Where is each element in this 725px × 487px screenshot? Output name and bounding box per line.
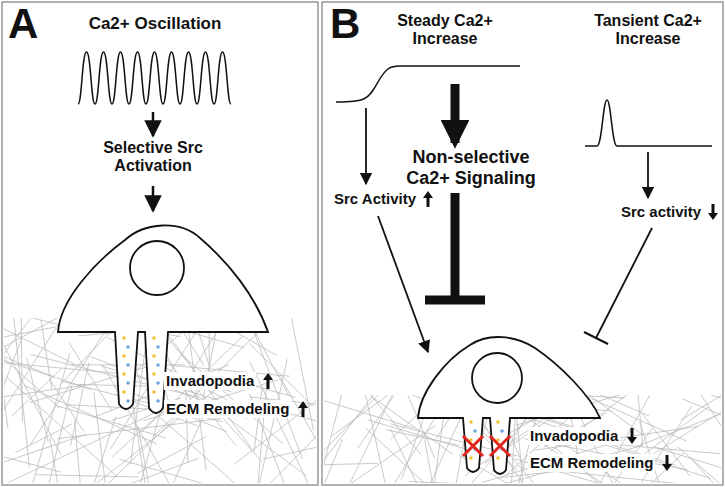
oscillation-wave	[78, 52, 231, 104]
invadopodia-dots	[469, 420, 504, 460]
cell	[58, 225, 268, 413]
label: Tansient Ca2+ Increase	[584, 12, 712, 49]
inhibition-line	[596, 228, 652, 338]
label-group: A	[8, 0, 38, 48]
arrow	[647, 152, 649, 198]
label-group: Steady Ca2+ Increase	[385, 12, 505, 49]
down-arrow	[706, 203, 720, 221]
label: Selective Src Activation	[78, 139, 228, 176]
arrow	[378, 216, 428, 352]
inhibition-cap	[425, 296, 485, 305]
label: Steady Ca2+ Increase	[385, 12, 505, 49]
red-cross	[463, 436, 510, 456]
thick-arrow	[451, 84, 460, 143]
label: Non-selective Ca2+ Signaling	[393, 147, 549, 188]
label: ECM Remodeling	[164, 400, 291, 417]
label-group: ECM Remodeling	[528, 454, 674, 472]
transient-curve	[585, 100, 712, 146]
panel-letter: B	[330, 0, 360, 48]
label-group: Selective Src Activation	[78, 139, 228, 176]
panel-border	[322, 2, 723, 485]
label-group: Non-selective Ca2+ Signaling	[393, 147, 549, 188]
label: Src activity	[621, 203, 701, 220]
ecm-fibers	[324, 395, 721, 483]
label-group: Src Activity	[334, 190, 435, 208]
down-arrow	[625, 427, 639, 445]
down-arrow	[660, 454, 674, 472]
label-group: B	[330, 0, 360, 48]
label: Invadopodia	[528, 427, 620, 444]
arrow	[365, 108, 367, 184]
label-group: ECM Remodeling	[164, 400, 310, 418]
inhibition-bar	[451, 193, 460, 298]
up-arrow	[296, 400, 310, 418]
arrow	[152, 112, 155, 136]
label-group: Ca2+ Oscillation	[60, 14, 250, 34]
panel-letter: A	[8, 0, 38, 48]
label-group: Invadopodia	[528, 427, 639, 445]
label: Ca2+ Oscillation	[89, 14, 222, 34]
steady-curve	[336, 66, 520, 102]
nucleus	[472, 353, 522, 403]
label: ECM Remodeling	[528, 454, 655, 471]
label-group: Invadopodia	[164, 372, 275, 390]
nucleus	[130, 241, 184, 295]
inhibition-cap	[584, 332, 608, 344]
label: Invadopodia	[164, 372, 256, 389]
label: Src Activity	[334, 190, 416, 207]
label-group: Src activity	[621, 203, 720, 221]
up-arrow	[421, 190, 435, 208]
arrow	[152, 186, 155, 211]
label-group: Tansient Ca2+ Increase	[584, 12, 712, 49]
invadopodia-dots	[122, 336, 160, 403]
up-arrow	[261, 372, 275, 390]
